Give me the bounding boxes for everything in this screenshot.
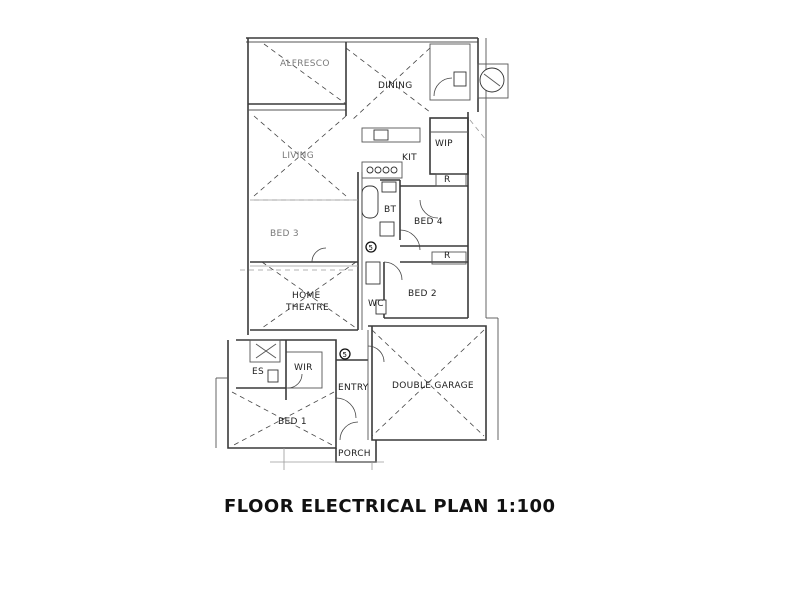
label-bed4: BED 4: [414, 217, 443, 227]
interior-walls: [236, 42, 509, 440]
roof-lines: [231, 43, 487, 447]
label-es: ES: [252, 367, 264, 377]
label-bed2: BED 2: [408, 289, 437, 299]
label-entry: ENTRY: [338, 383, 369, 393]
svg-text:5: 5: [343, 351, 347, 359]
marker-circle-b: 5: [339, 348, 351, 360]
label-bed1: BED 1: [278, 417, 307, 427]
label-r-lower: R: [444, 251, 451, 261]
svg-text:5: 5: [369, 244, 373, 252]
label-r-upper: R: [444, 175, 451, 185]
label-bed3: BED 3: [270, 229, 299, 239]
plan-title: FLOOR ELECTRICAL PLAN 1:100: [224, 496, 556, 517]
label-kit: KIT: [402, 153, 417, 163]
label-bt: BT: [384, 205, 396, 215]
marker-circle-a: 5: [365, 241, 377, 253]
label-home: HOME: [292, 291, 321, 301]
outer-walls: [215, 37, 499, 470]
label-alfresco: ALFRESCO: [280, 59, 330, 69]
label-porch: PORCH: [338, 449, 371, 459]
label-wip: WIP: [435, 139, 453, 149]
label-wir: WIR: [294, 363, 313, 373]
door-swings: [287, 77, 453, 441]
label-garage: DOUBLE GARAGE: [392, 381, 474, 391]
label-dining: DINING: [378, 81, 412, 91]
label-theatre: THEATRE: [285, 303, 329, 313]
label-wc: WC: [368, 299, 384, 309]
label-living: LIVING: [282, 151, 314, 161]
